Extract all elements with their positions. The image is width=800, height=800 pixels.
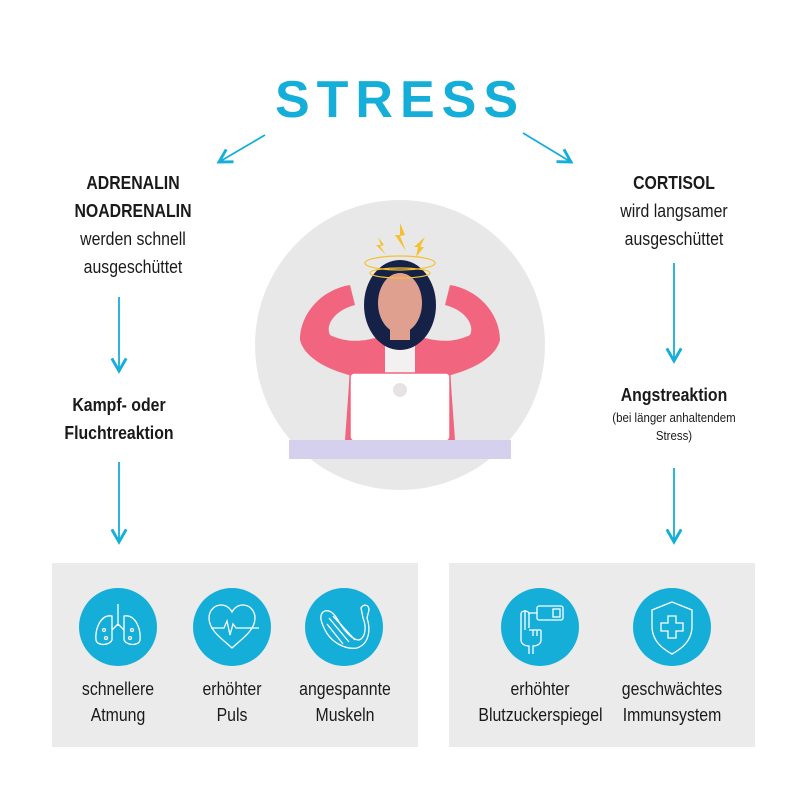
release-text: werden schnell (80, 229, 186, 249)
effect-label-line: erhöhter (202, 679, 262, 699)
hormone-cortisol: CORTISOL (633, 173, 715, 193)
right-reaction: Angstreaktion (bei länger anhaltendem St… (586, 381, 762, 445)
left-reaction: Kampf- oder Fluchtreaktion (31, 391, 207, 447)
arrow-right-diagonal (522, 132, 574, 164)
effect-label-line: Atmung (90, 705, 146, 725)
reaction-text: Fluchtreaktion (64, 423, 174, 443)
effect-label-line: Blutzuckerspiegel (478, 705, 603, 725)
effect-label-line: schnellere (81, 679, 155, 699)
blood-glucose-meter-icon (501, 588, 579, 666)
reaction-text: Kampf- oder (72, 395, 166, 415)
effect-label-line: angespannte (299, 679, 391, 699)
left-hormones-block: ADRENALIN NOADRENALIN werden schnell aus… (45, 169, 221, 281)
shield-cross-icon (633, 588, 711, 666)
page-title: STRESS (274, 71, 526, 129)
effect-label-line: erhöhter (510, 679, 570, 699)
hormone-noradrenalin: NOADRENALIN (74, 201, 192, 221)
reaction-note: Stress) (655, 428, 693, 443)
release-text: ausgeschüttet (624, 229, 724, 249)
effect-label-line: geschwächtes (621, 679, 723, 699)
release-text: wird langsamer (620, 201, 728, 221)
heart-pulse-icon (193, 588, 271, 666)
slow-effects-panel (449, 563, 755, 747)
effect-label-line: Immunsystem (622, 705, 722, 725)
lungs-icon (79, 588, 157, 666)
right-hormones-block: CORTISOL wird langsamer ausgeschüttet (586, 169, 762, 253)
effect-label-line: Muskeln (315, 705, 375, 725)
arrow-left-diagonal (216, 134, 266, 164)
reaction-text: Angstreaktion (620, 385, 728, 405)
muscle-arm-icon (305, 588, 383, 666)
reaction-note: (bei länger anhaltendem (612, 410, 736, 425)
effect-label-line: Puls (216, 705, 248, 725)
release-text: ausgeschüttet (83, 257, 183, 277)
hormone-adrenalin: ADRENALIN (86, 173, 180, 193)
stressed-person-illustration (255, 200, 545, 490)
